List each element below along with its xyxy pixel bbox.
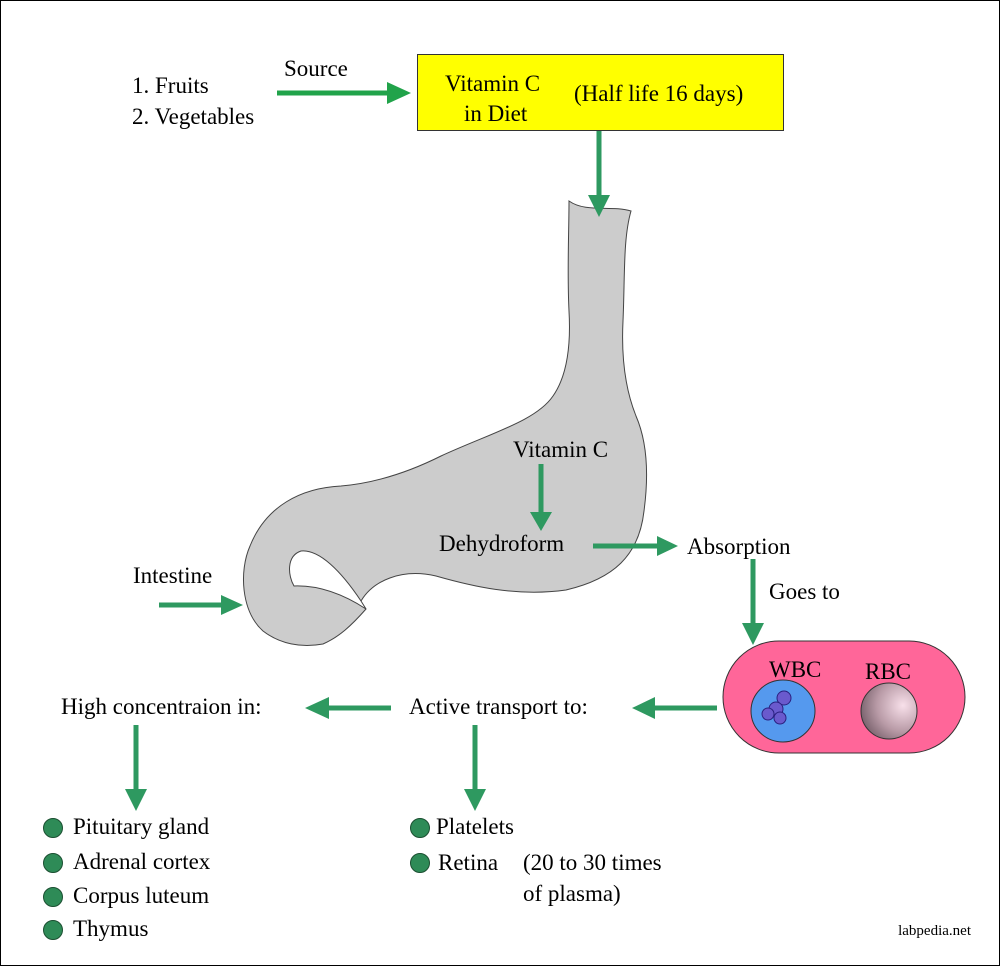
arrow-blood-to-active-transport [632, 697, 717, 719]
arrow-absorption-to-blood [742, 559, 764, 645]
bullet-icon [43, 818, 63, 838]
bullet-icon [410, 853, 430, 873]
half-life-label: (Half life 16 days) [574, 81, 744, 106]
diet-box-line2: in Diet [464, 101, 528, 126]
wbc-nucleus-lobe [773, 711, 787, 725]
retina-note-line1: (20 to 30 times [523, 850, 662, 875]
watermark: labpedia.net [898, 923, 971, 939]
high-concentration-label: High concentraion in: [61, 694, 262, 719]
diet-box-line1: Vitamin C [445, 71, 541, 96]
transport-item: Platelets [436, 814, 514, 839]
vitamin-c-diet-box [417, 54, 784, 131]
rbc-label: RBC [865, 659, 912, 684]
arrow-intestine [159, 595, 243, 615]
arrow-vitamin-to-dehydroform [530, 464, 552, 531]
dehydroform-label: Dehydroform [439, 531, 565, 556]
concentration-item: Adrenal cortex [73, 849, 211, 874]
bullet-icon [43, 920, 63, 940]
stomach-vitamin-label: Vitamin C [513, 437, 609, 462]
bullet-icon [410, 818, 430, 838]
intestine-label: Intestine [133, 563, 213, 588]
concentration-item: Corpus luteum [73, 883, 210, 908]
active-transport-label: Active transport to: [409, 694, 588, 719]
arrow-transport-to-concentration [305, 697, 391, 719]
concentration-item: Pituitary gland [73, 814, 210, 839]
bullet-icon [43, 887, 63, 907]
goes-to-label: Goes to [769, 579, 840, 604]
wbc-label: WBC [769, 657, 822, 682]
source-label: Source [284, 56, 348, 81]
bullet-icon [43, 853, 63, 873]
source-item: 1. Fruits [132, 73, 209, 98]
absorption-label: Absorption [687, 534, 791, 559]
arrow-source-to-diet [277, 82, 411, 104]
retina-note-line2: of plasma) [523, 881, 621, 906]
stomach-shape [242, 200, 648, 646]
arrow-diet-to-stomach [588, 131, 610, 217]
wbc-nucleus-lobe [776, 690, 792, 706]
rbc-cell [860, 682, 918, 740]
concentration-item: Thymus [73, 916, 149, 941]
arrow-transport-down [464, 725, 486, 811]
wbc-nucleus-lobe [761, 707, 775, 721]
arrow-concentration-down [125, 725, 147, 811]
arrow-dehydroform-to-absorption [593, 536, 678, 556]
source-item: 2. Vegetables [132, 104, 255, 129]
transport-item: Retina [438, 850, 499, 875]
